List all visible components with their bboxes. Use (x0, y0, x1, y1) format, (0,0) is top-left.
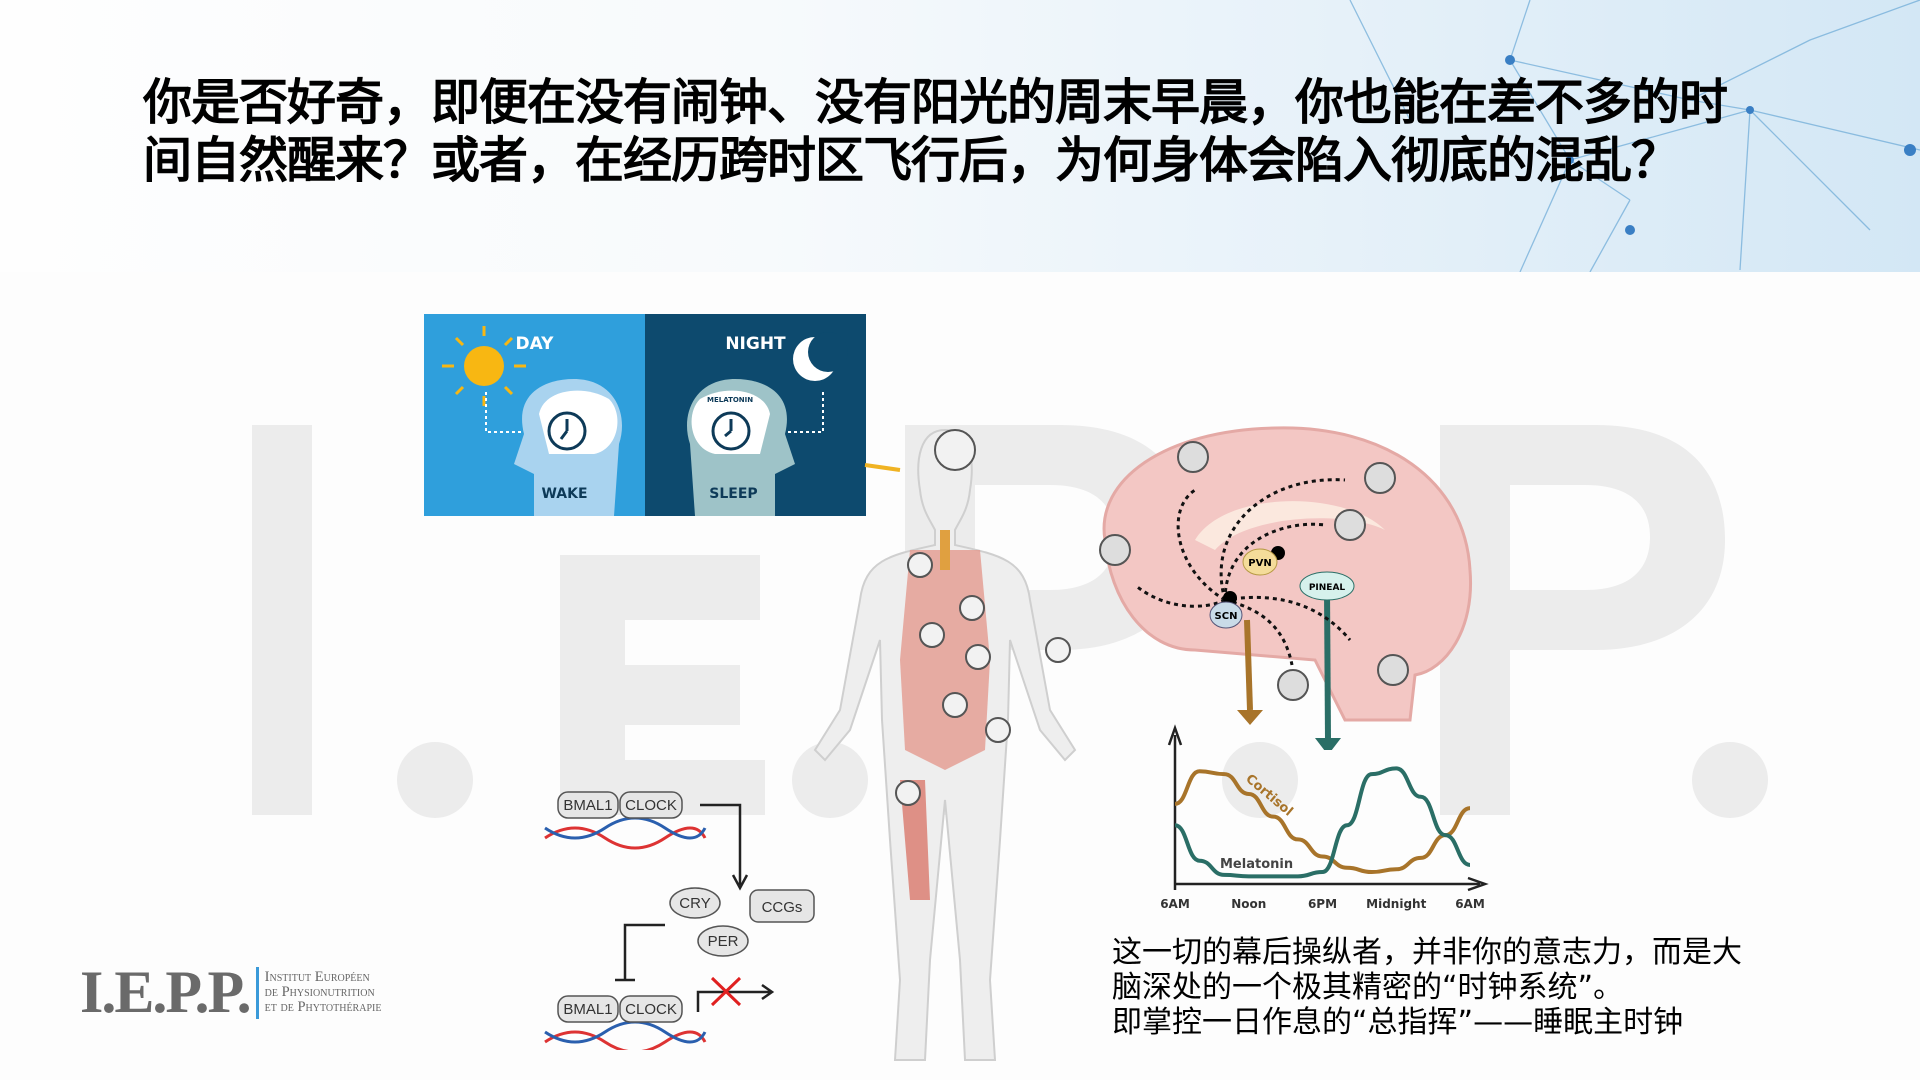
wake-label: WAKE (541, 486, 588, 502)
clock-icons (1099, 441, 1409, 701)
scn-node (1209, 601, 1243, 629)
title-line-1: 你是否好奇，即便在没有闹钟、没有阳光的周末早晨，你也能在差不多的时 (143, 74, 1728, 131)
series-line-cortisol (1174, 769, 1471, 875)
logo-mark: I.E.P.P. (80, 959, 252, 1025)
day-panel: DAY WAKE (424, 314, 645, 516)
series-line-melatonin (1174, 766, 1471, 879)
slide-title: 你是否好奇，即便在没有闹钟、没有阳光的周末早晨，你也能在差不多的时 间自然醒来？… (143, 74, 1728, 190)
x-tick-label: 6AM (1455, 897, 1485, 911)
bmal1-label: BMAL1 (563, 1001, 612, 1018)
logo-text-line: Institut Européen (264, 969, 370, 985)
day-night-illustration: DAY WAKE NIGHT MELATONIN SLEEP (424, 314, 866, 516)
night-panel: NIGHT MELATONIN SLEEP (645, 314, 866, 516)
day-label: DAY (515, 334, 554, 354)
paragraph-line-3: 即掌控一日作息的“总指挥”——睡眠主时钟 (1112, 1005, 1684, 1040)
iepp-logo: I.E.P.P. Institut Européen de Physionutr… (80, 958, 381, 1027)
clock-label: CLOCK (625, 797, 677, 814)
x-tick-label: 6AM (1160, 897, 1190, 911)
pineal-node (1299, 571, 1355, 601)
logo-text-line: de Physionutrition (264, 984, 375, 1000)
paragraph-line-2: 脑深处的一个极其精密的“时钟系统”。 (1112, 970, 1624, 1005)
melatonin-label: Melatonin (1220, 857, 1293, 872)
sun-icon (442, 326, 526, 406)
blocked-x-icon (710, 976, 742, 1007)
network-background-graphic (1349, 0, 1920, 272)
clock-icons (895, 429, 1071, 806)
melatonin-label: MELATONIN (707, 396, 754, 404)
logo-divider (255, 966, 259, 1019)
cry-label: CRY (679, 895, 710, 912)
per-label: PER (708, 933, 739, 950)
dna-helix (544, 816, 707, 850)
gene-regulation-diagram: BMAL1 CLOCK CRY PER CCGs BMAL1 CLOCK (544, 791, 815, 1050)
x-tick-label: Noon (1231, 897, 1266, 911)
ccgs-label: CCGs (762, 899, 803, 916)
sleep-label: SLEEP (709, 486, 758, 502)
moon-icon (793, 332, 848, 381)
night-label: NIGHT (725, 334, 786, 354)
dna-helix (544, 1020, 707, 1050)
pineal-label: PINEAL (1309, 583, 1346, 593)
scn-label: SCN (1215, 611, 1238, 622)
title-line-2: 间自然醒来？或者，在经历跨时区飞行后，为何身体会陷入彻底的混乱？ (143, 132, 1680, 189)
clock-icon (547, 411, 587, 451)
pvn-label: PVN (1248, 558, 1271, 569)
clock-label: CLOCK (625, 1001, 677, 1018)
explanation-paragraph: 这一切的幕后操纵者，并非你的意志力，而是大 脑深处的一个极其精密的“时钟系统”。… (1112, 935, 1742, 1040)
pvn-node (1242, 548, 1278, 576)
x-tick-label: 6PM (1308, 897, 1337, 911)
paragraph-line-1: 这一切的幕后操纵者，并非你的意志力，而是大 (1112, 935, 1742, 970)
human-body-illustration (813, 428, 1077, 1061)
brain-illustration: PVN PINEAL SCN (1099, 426, 1473, 750)
y-axis (1167, 724, 1183, 890)
arrow-icon (864, 463, 901, 472)
header-banner: 你是否好奇，即便在没有闹钟、没有阳光的周末早晨，你也能在差不多的时 间自然醒来？… (0, 0, 1920, 272)
clock-icon (711, 411, 751, 451)
x-axis (1175, 876, 1489, 892)
bmal1-label: BMAL1 (563, 797, 612, 814)
x-tick-label: Midnight (1366, 897, 1426, 911)
logo-text-line: et de Phytothérapie (264, 999, 382, 1015)
